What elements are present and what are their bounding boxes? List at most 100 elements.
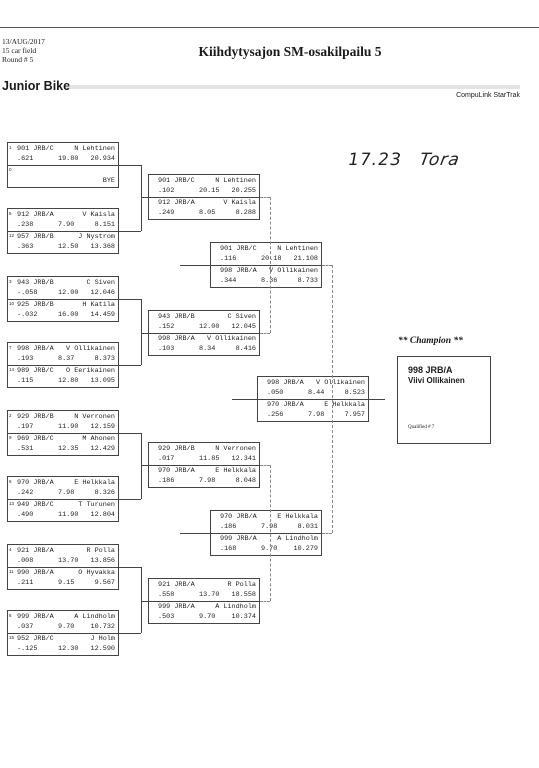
- car-class: 921 JRB/A: [17, 547, 54, 555]
- class-name: Junior Bike: [2, 79, 71, 93]
- round-number: Round # 5: [2, 55, 34, 64]
- car-class: 912 JRB/A: [17, 211, 54, 219]
- rider-name: R Polla: [227, 581, 256, 589]
- rider-name: E Helkkala: [277, 513, 318, 521]
- reaction-time: .017: [158, 455, 175, 463]
- car-class: 998 JRB/A: [267, 379, 304, 387]
- rider-name: A Lindholm: [277, 535, 318, 543]
- connector-h: [141, 197, 148, 198]
- elapsed-time: 8.37: [58, 355, 75, 363]
- speed: 21.108: [293, 255, 318, 263]
- connector-h: [141, 333, 148, 334]
- rider-name: J Nystrom: [78, 233, 115, 241]
- seed-number: 10: [9, 301, 15, 306]
- speed: 8.416: [235, 345, 256, 353]
- reaction-time: -.032: [17, 311, 38, 319]
- seed-number: 4: [9, 547, 12, 552]
- connector-dashed: [332, 265, 333, 533]
- car-class: 970 JRB/A: [158, 467, 195, 475]
- connector-dashed-h: [260, 465, 270, 466]
- rider-name: N Lehtinen: [215, 177, 256, 185]
- car-class: 912 JRB/A: [158, 199, 195, 207]
- elapsed-time: 12.50: [58, 243, 79, 251]
- reaction-time: .008: [17, 557, 34, 565]
- rider-name: V Ollikainen: [316, 379, 365, 387]
- speed: 10.732: [90, 623, 115, 631]
- seed-number: 15: [9, 635, 15, 640]
- rider-name: O Hyvakka: [78, 569, 115, 577]
- car-class: 943 JRB/B: [17, 279, 54, 287]
- reaction-time: .531: [17, 445, 34, 453]
- car-class: 989 JRB/C: [17, 367, 54, 375]
- seed-number: 8: [9, 613, 12, 618]
- speed: 12.045: [231, 323, 256, 331]
- car-class: 970 JRB/A: [220, 513, 257, 521]
- speed: 8.733: [297, 277, 318, 285]
- car-class: 998 JRB/A: [158, 335, 195, 343]
- car-class: 929 JRB/B: [158, 445, 195, 453]
- speed: 12.159: [90, 423, 115, 431]
- lane-time-line: BYE: [8, 176, 118, 186]
- connector-h: [119, 633, 141, 634]
- connector-h: [119, 567, 141, 568]
- connector-v: [141, 165, 142, 231]
- connector-h: [232, 399, 257, 400]
- connector-v: [141, 299, 142, 365]
- car-class: 929 JRB/B: [17, 413, 54, 421]
- elapsed-time: 12.00: [199, 323, 220, 331]
- rider-name: E Helkkala: [74, 479, 115, 487]
- reaction-time: -.125: [17, 645, 38, 653]
- speed: 20.934: [90, 155, 115, 163]
- reaction-time: .116: [220, 255, 237, 263]
- elapsed-time: 8.44: [308, 389, 325, 397]
- seed-number: 11: [9, 569, 14, 574]
- elapsed-time: 12.00: [58, 289, 79, 297]
- connector-dashed-h: [322, 533, 332, 534]
- elapsed-time: 13.70: [199, 591, 220, 599]
- speed: 8.048: [235, 477, 256, 485]
- connector-v: [141, 433, 142, 499]
- seed-number: 12: [9, 233, 15, 238]
- speed: 12.046: [90, 289, 115, 297]
- rider-name: V Ollikainen: [66, 345, 115, 353]
- champion-name: Viivi Ollikainen: [408, 376, 465, 385]
- reaction-time: .103: [158, 345, 175, 353]
- connector-dashed: [270, 465, 271, 601]
- car-class: 901 JRB/C: [220, 245, 257, 253]
- reaction-time: .238: [17, 221, 34, 229]
- seed-number: 9: [9, 435, 12, 440]
- event-title: Kiihdytysajon SM-osakilpailu 5: [198, 44, 382, 59]
